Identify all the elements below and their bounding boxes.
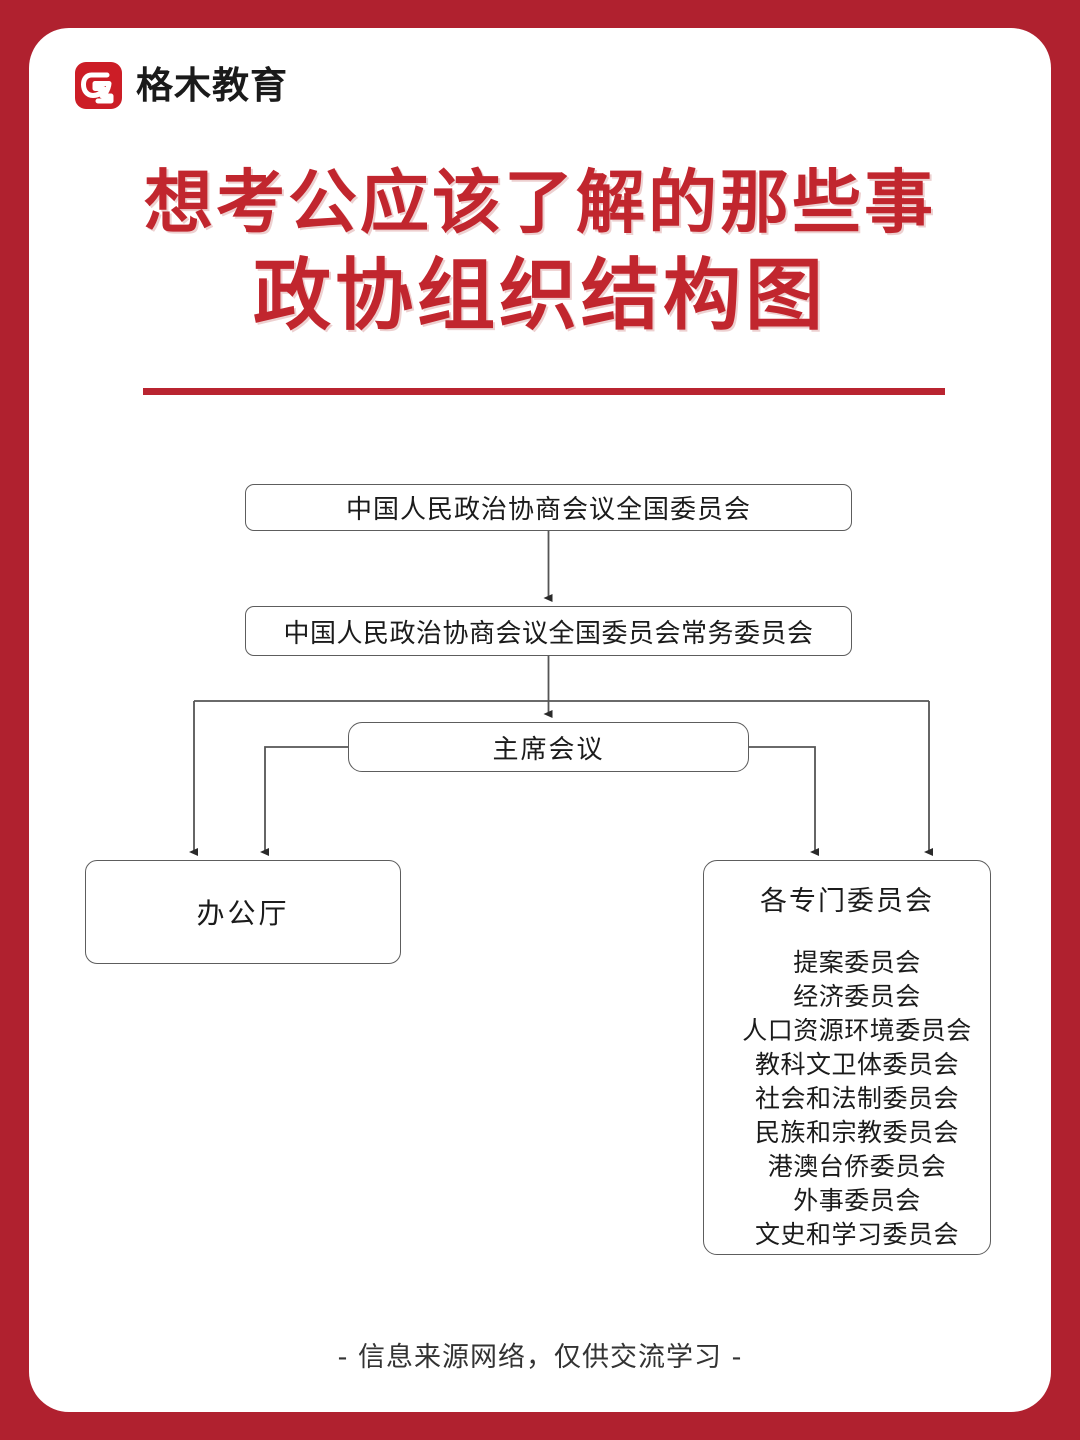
node-chair-meeting: 主席会议 <box>348 722 749 772</box>
list-item: 教科文卫体委员会 <box>754 1050 959 1079</box>
list-item: 民族和宗教委员会 <box>754 1118 959 1147</box>
footer-note: - 信息来源网络，仅供交流学习 - <box>337 1342 743 1373</box>
node-standing-committee: 中国人民政治协商会议全国委员会常务委员会 <box>245 606 852 656</box>
list-item: 人口资源环境委员会 <box>742 1016 972 1045</box>
node-national-committee: 中国人民政治协商会议全国委员会 <box>245 484 852 531</box>
list-item: 提案委员会 <box>793 948 921 977</box>
poster-card: 格木教育 想考公应该了解的那些事 政协组织结构图 <box>29 28 1051 1412</box>
title-line-1: 想考公应该了解的那些事 <box>144 163 936 243</box>
node-general-office: 办公厅 <box>85 860 401 964</box>
brand-name: 格木教育 <box>136 64 288 107</box>
special-committees-title: 各专门委员会 <box>760 886 934 917</box>
org-chart-connectors <box>189 531 933 856</box>
gemu-logo-icon <box>75 62 122 109</box>
title-divider <box>143 388 945 395</box>
brand-logo: 格木教育 <box>75 62 288 109</box>
title-line-2: 政协组织结构图 <box>252 251 827 342</box>
org-chart: 中国人民政治协商会议全国委员会 中国人民政治协商会议全国委员会常务委员会 主席会… <box>29 448 1051 1308</box>
list-item: 社会和法制委员会 <box>754 1084 959 1113</box>
list-item: 港澳台侨委员会 <box>767 1152 947 1181</box>
special-committees-list: 提案委员会 经济委员会 人口资源环境委员会 教科文卫体委员会 社会和法制委员会 … <box>704 946 990 1252</box>
list-item: 文史和学习委员会 <box>754 1220 959 1249</box>
list-item: 经济委员会 <box>793 982 921 1011</box>
node-special-committees: 各专门委员会 提案委员会 经济委员会 人口资源环境委员会 教科文卫体委员会 社会… <box>703 860 991 1255</box>
page-title: 想考公应该了解的那些事 政协组织结构图 <box>29 163 1051 344</box>
list-item: 外事委员会 <box>793 1186 921 1215</box>
